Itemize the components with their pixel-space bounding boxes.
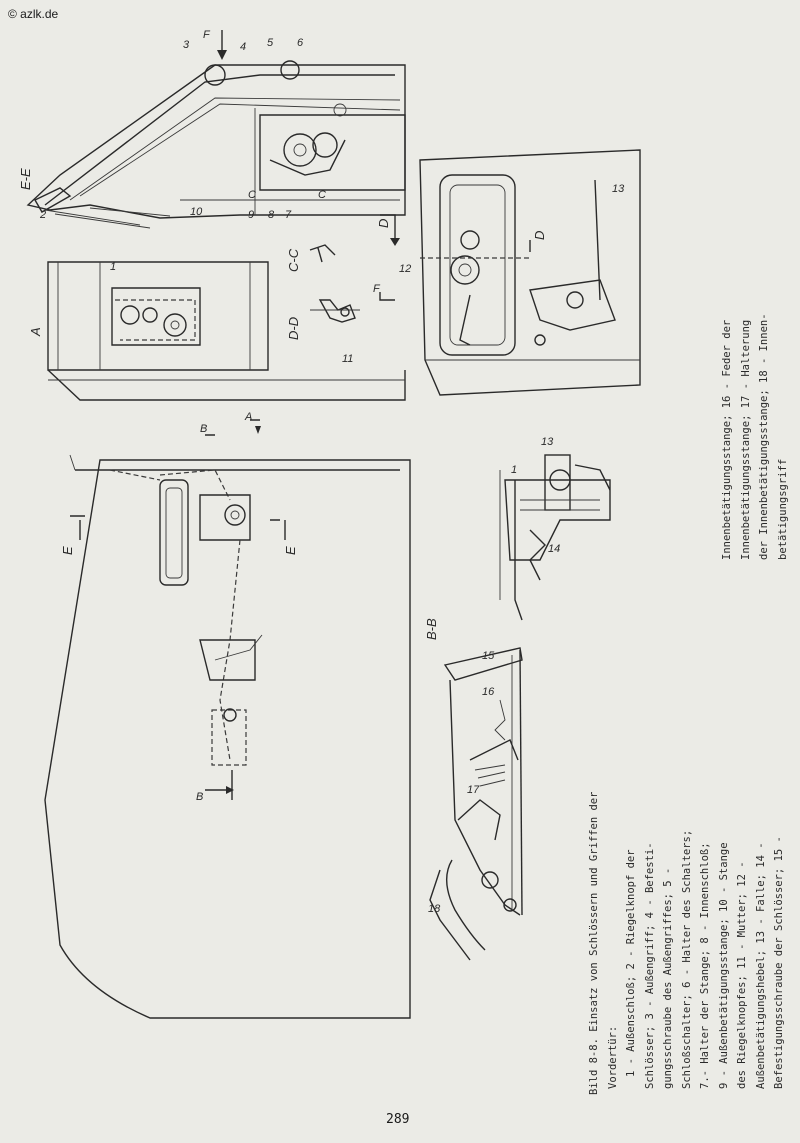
caption-title-line-1: Bild 8-8. Einsatz von Schlössern und Gri… — [588, 791, 600, 1095]
callout-5: 5 — [267, 37, 274, 49]
legend-line: Innenbetätigungsstange; 16 - Feder der — [721, 319, 733, 560]
callout-2: 2 — [39, 209, 46, 221]
callout-17: 17 — [467, 784, 480, 796]
legend-line: des Riegelknopfes; 11 - Mutter; 12 - — [736, 861, 748, 1089]
legend-line: Außenbetätigungshebel; 13 - Falle; 14 - — [754, 842, 767, 1089]
arrow-label-b-bottom: B — [196, 791, 203, 803]
callout-1: 1 — [110, 261, 116, 273]
figure-caption: Bild 8-8. Einsatz von Schlössern und Gri… — [585, 792, 789, 1095]
section-label-ee: E-E — [18, 168, 33, 190]
page-number: 289 — [386, 1112, 410, 1127]
callout-14: 14 — [548, 543, 560, 555]
callout-3: 3 — [183, 39, 190, 51]
door-lock-view-drawing — [380, 149, 641, 396]
arrow-label-f-top: F — [203, 29, 211, 41]
section-cc-dd-drawing — [309, 244, 360, 323]
view-label-a: A — [28, 327, 43, 337]
callout-6: 6 — [297, 37, 304, 49]
callout-12: 12 — [399, 263, 411, 275]
legend-line: betätigungsgriff — [776, 458, 789, 560]
legend-line: Schlösser; 3 - Außengriff; 4 - Befesti- — [643, 842, 656, 1089]
callout-11: 11 — [342, 353, 353, 365]
legend-line: Schloßschalter; 6 - Halter des Schalters… — [680, 829, 693, 1089]
legend-line: Befestigungsschraube der Schlösser; 15 - — [773, 836, 785, 1089]
arrow-label-b-top: B — [200, 423, 207, 435]
section-label-cc: C-C — [286, 248, 301, 272]
watermark: © azlk.de — [8, 7, 59, 21]
legend-line: gungsschraube des Außengriffes; 5 - — [662, 867, 674, 1089]
section-label-dd: D-D — [286, 317, 301, 340]
section-ee-drawing — [26, 30, 406, 229]
section-label-bb: B-B — [424, 618, 439, 640]
legend-line: 1 - Außenschloß; 2 - Riegelknopf der — [625, 849, 637, 1077]
arrow-label-e-right: E — [283, 546, 298, 555]
arrow-label-e-left: E — [60, 546, 75, 555]
callout-13b: 13 — [541, 436, 554, 448]
legend-line: der Innenbetätigungsstange; 18 - Innen- — [758, 313, 770, 560]
lock-assembly-drawing — [499, 454, 611, 621]
arrow-label-c-1: C — [248, 189, 256, 201]
callout-13: 13 — [612, 183, 625, 195]
callout-16: 16 — [482, 686, 495, 698]
callout-15: 15 — [482, 650, 495, 662]
arrow-label-d-1: D — [376, 219, 391, 228]
callout-9: 9 — [248, 209, 254, 221]
section-arrows-a-b — [205, 419, 261, 436]
arrow-label-c-2: C — [318, 189, 326, 201]
caption-title-line-2: Vordertür: — [606, 1025, 619, 1089]
callout-18: 18 — [428, 903, 441, 915]
legend-line: 9 - Außenbetätigungsstange; 10 - Stange — [717, 842, 730, 1089]
legend-continuation: Innenbetätigungsstange; 16 - Feder der I… — [718, 313, 792, 560]
callout-8: 8 — [268, 209, 275, 221]
arrow-label-a: A — [244, 411, 252, 423]
section-bb-drawing — [429, 647, 523, 961]
callout-7: 7 — [285, 209, 292, 221]
callout-4: 4 — [240, 41, 246, 53]
legend-line: 7.- Halter der Stange; 8 - Innenschloß; — [699, 842, 711, 1089]
arrow-label-d-2: D — [532, 231, 547, 240]
view-a-drawing — [47, 261, 406, 401]
door-panel-drawing — [44, 454, 411, 1019]
callout-1b: 1 — [511, 464, 517, 476]
legend-line: Innenbetätigungsstange; 17 - Halterung — [739, 319, 752, 560]
callout-10: 10 — [190, 206, 203, 218]
arrow-label-f-mid: F — [373, 283, 381, 295]
